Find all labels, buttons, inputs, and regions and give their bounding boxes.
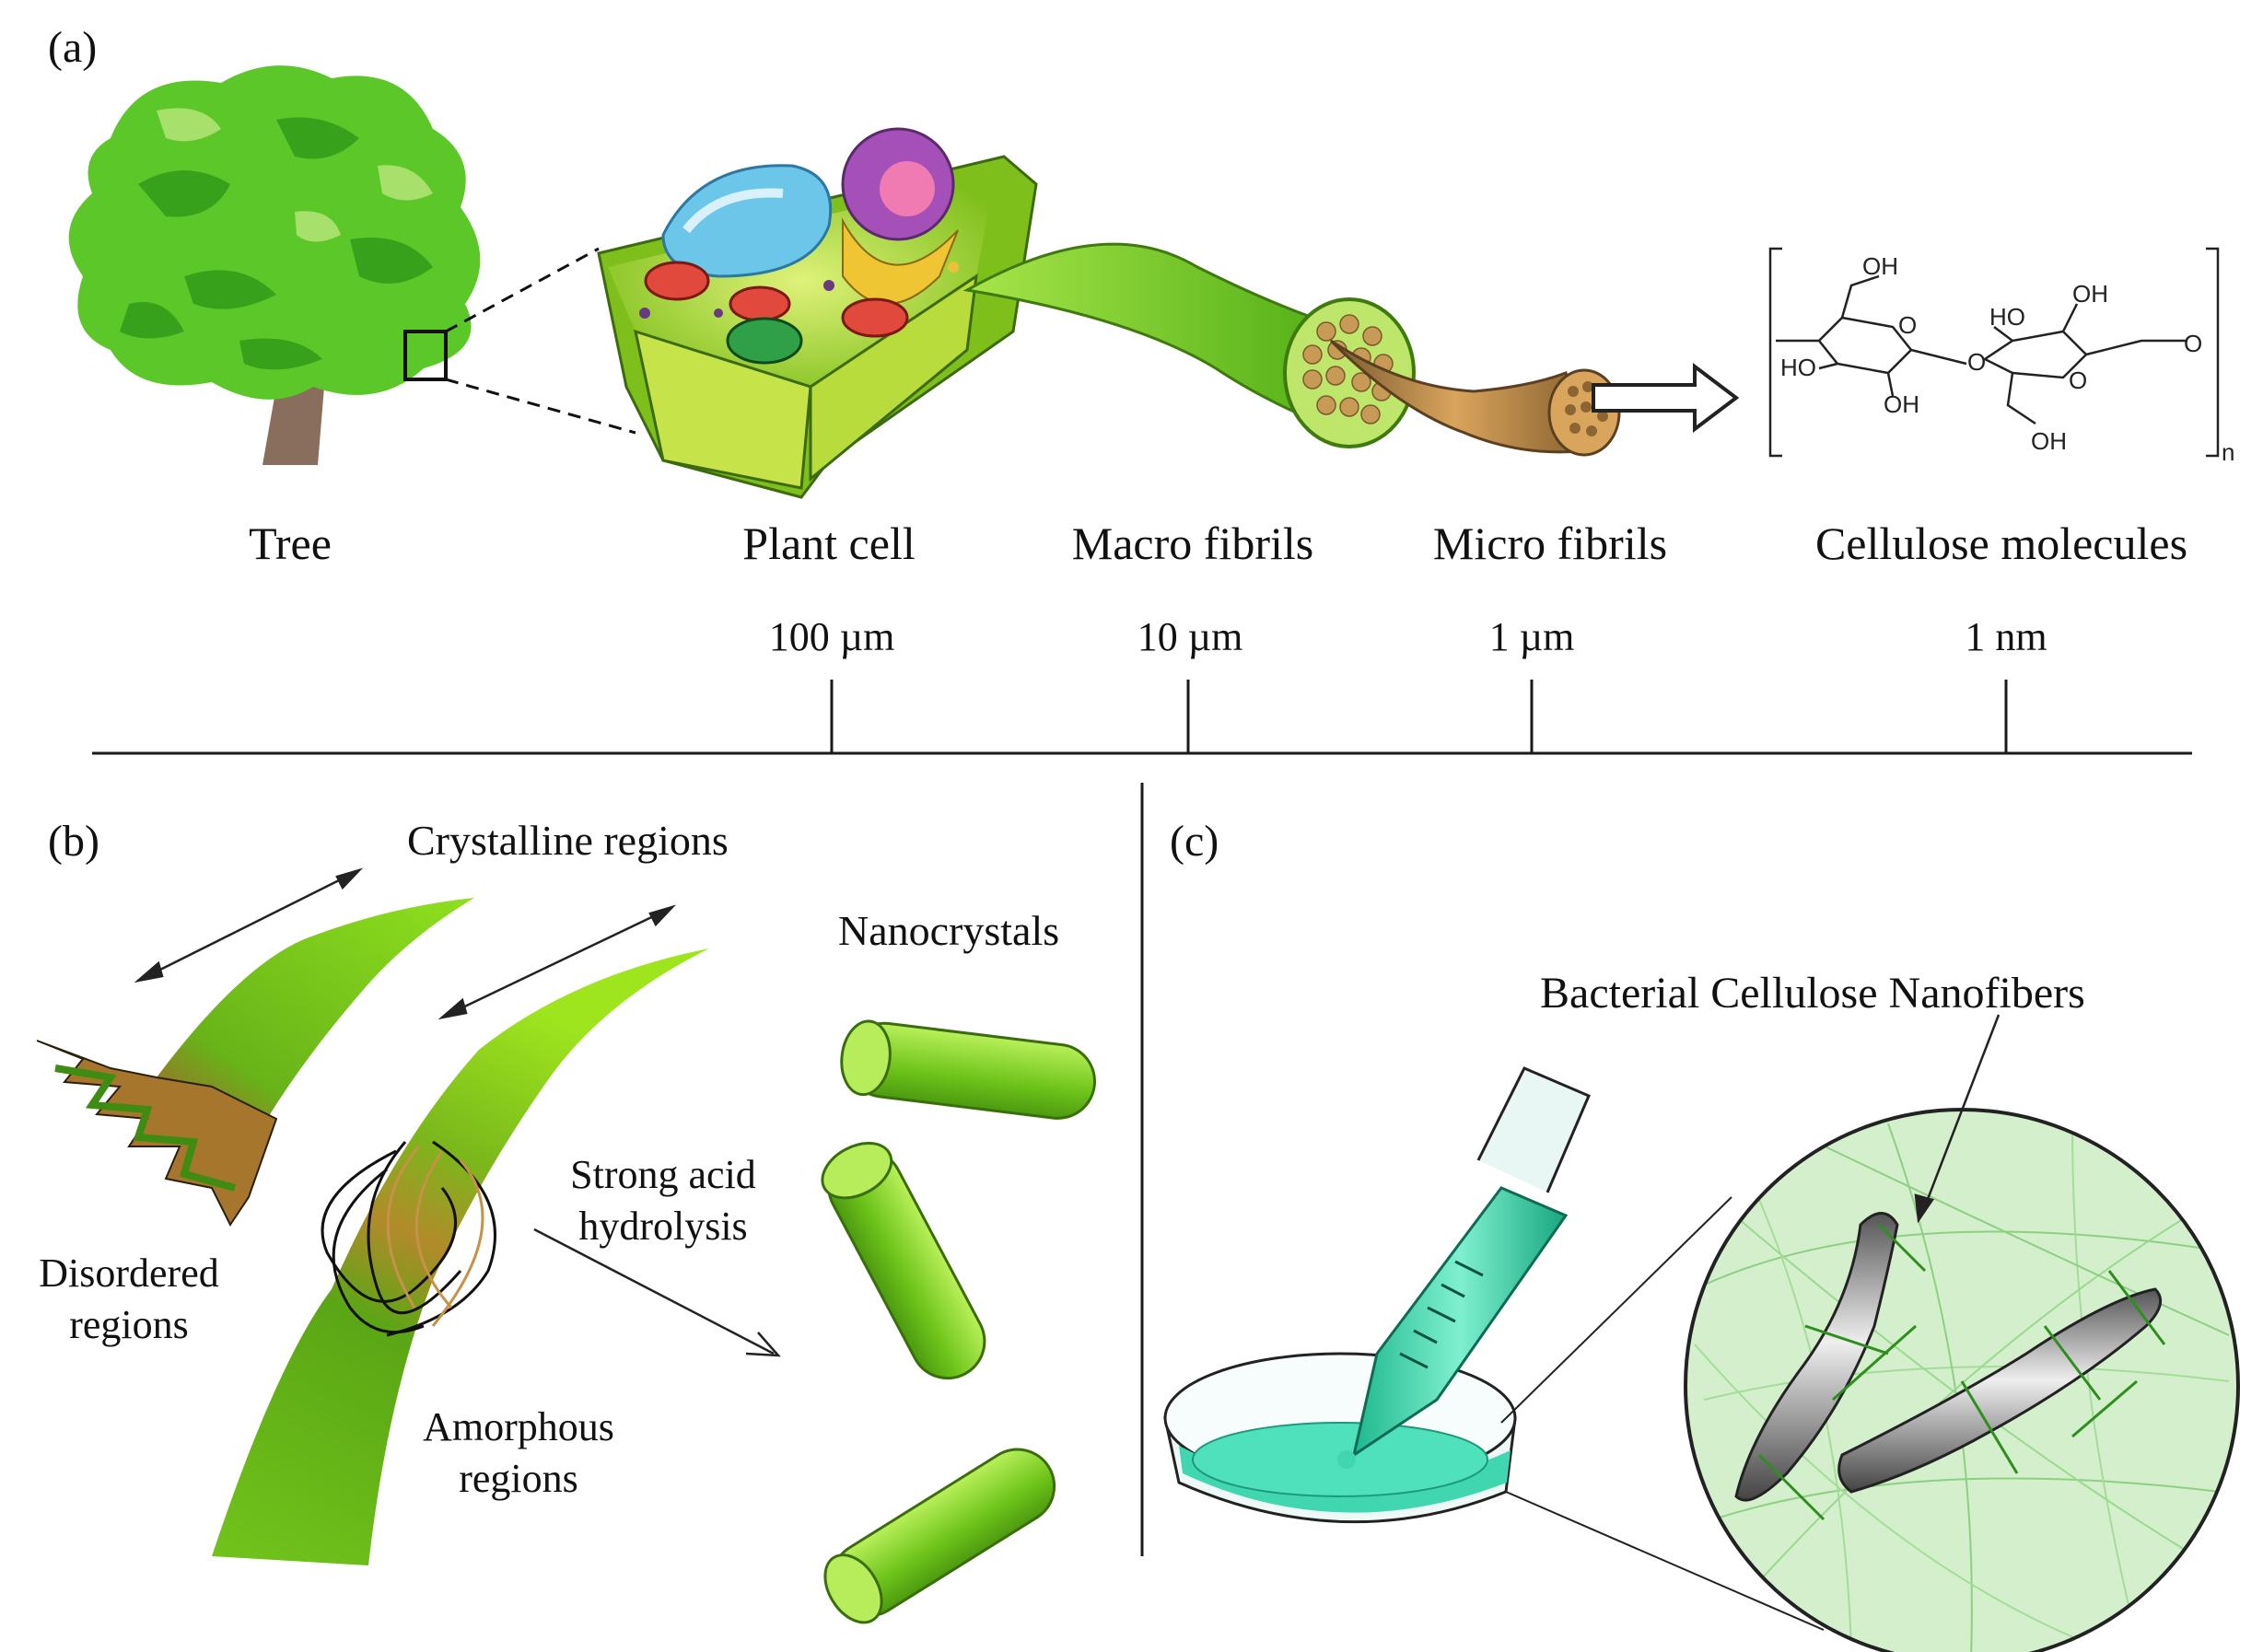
amorphous-line-1: Amorphous xyxy=(423,1404,614,1449)
tree-illustration xyxy=(68,65,636,465)
cellulose-atom-labels: OH OH HO HO OH OH O O O O n xyxy=(1780,252,2234,466)
label-bacterial-cellulose-nanofibers: Bacterial Cellulose Nanofibers xyxy=(1540,969,2085,1018)
label-disordered-regions: Disordered regions xyxy=(39,1248,219,1352)
petri-dish-and-pipette xyxy=(1163,1066,1591,1524)
label-plant-cell: Plant cell xyxy=(742,518,916,569)
scale-tick-10um: 10 µm xyxy=(1137,614,1243,659)
svg-text:OH: OH xyxy=(1862,252,1898,280)
nanofiber-pointer-arrow xyxy=(1914,1014,2001,1224)
acid-line-1: Strong acid xyxy=(570,1152,756,1197)
label-amorphous-regions: Amorphous regions xyxy=(423,1402,614,1506)
svg-text:HO: HO xyxy=(1780,354,1816,381)
macro-fibril-illustration xyxy=(962,242,1416,448)
disordered-line-1: Disordered xyxy=(39,1251,219,1296)
label-macro-fibrils: Macro fibrils xyxy=(1071,518,1314,569)
svg-text:O: O xyxy=(2069,366,2087,394)
svg-text:O: O xyxy=(1898,311,1917,339)
svg-text:n: n xyxy=(2222,438,2234,466)
label-micro-fibrils: Micro fibrils xyxy=(1432,518,1668,569)
panel-label-a: (a) xyxy=(48,23,98,72)
svg-text:O: O xyxy=(1967,348,1986,376)
label-tree: Tree xyxy=(249,518,332,569)
nanocrystal-rods xyxy=(821,1019,1097,1624)
scale-tick-1um: 1 µm xyxy=(1488,614,1575,659)
scale-tick-100um: 100 µm xyxy=(768,614,895,659)
nanocrystal-rod xyxy=(821,1142,986,1380)
micro-fibril-illustration xyxy=(1329,339,1740,457)
zoom-lines xyxy=(1500,1196,1825,1631)
svg-text:O: O xyxy=(2184,330,2202,357)
label-cellulose-molecules: Cellulose molecules xyxy=(1814,518,2188,569)
crystalline-arrows xyxy=(134,867,677,1020)
disordered-line-2: regions xyxy=(69,1302,189,1348)
scale-axis xyxy=(92,680,2192,755)
plant-cell-illustration xyxy=(597,127,1038,499)
nanocrystal-rod xyxy=(823,1448,1056,1624)
cellulose-structure xyxy=(1768,247,2220,458)
label-nanocrystals: Nanocrystals xyxy=(838,907,1060,954)
scale-tick-1nm: 1 nm xyxy=(1965,614,2047,659)
panel-label-b: (b) xyxy=(48,817,99,866)
disordered-fibril xyxy=(36,898,474,1227)
nanocrystal-rod xyxy=(840,1019,1097,1120)
acid-hydrolysis-arrow xyxy=(533,1227,781,1357)
svg-text:OH: OH xyxy=(1884,390,1919,418)
nanofiber-magnified-circle xyxy=(1684,1108,2240,1652)
acid-line-2: hydrolysis xyxy=(578,1204,748,1250)
label-crystalline-regions: Crystalline regions xyxy=(407,817,729,864)
panel-label-c: (c) xyxy=(1170,817,1219,866)
amorphous-line-2: regions xyxy=(459,1456,578,1502)
svg-text:HO: HO xyxy=(1989,303,2025,331)
label-strong-acid-hydrolysis: Strong acid hydrolysis xyxy=(570,1149,756,1253)
amorphous-fibril xyxy=(212,948,709,1565)
svg-text:OH: OH xyxy=(2072,280,2108,308)
svg-text:OH: OH xyxy=(2031,427,2067,455)
